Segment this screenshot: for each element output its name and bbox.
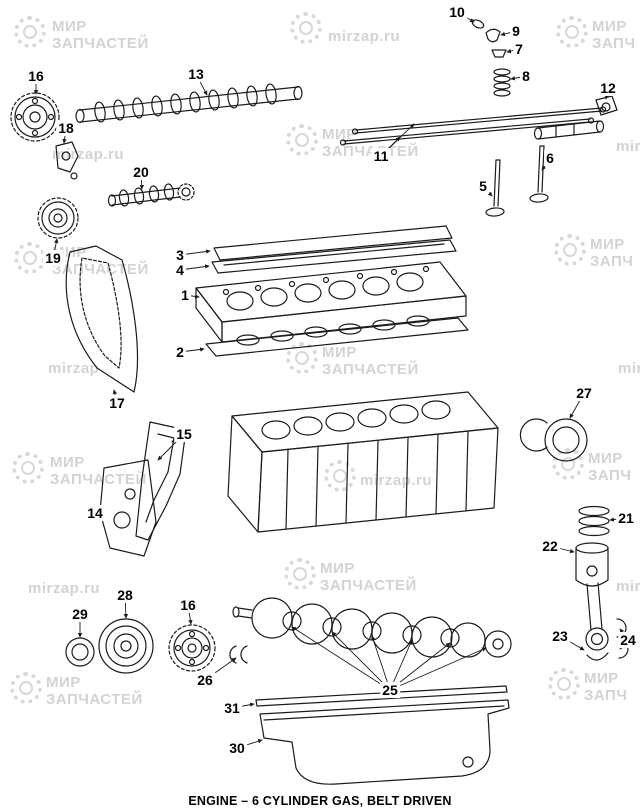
watermark-text: МИР ЗАПЧ bbox=[590, 236, 634, 271]
part-number-label: 19 bbox=[43, 250, 63, 266]
watermark-text: МИР ЗАПЧАСТЕЙ bbox=[320, 560, 417, 595]
cylinder-head-drawing bbox=[195, 261, 467, 343]
watermark-text: МИР ЗАПЧАСТЕЙ bbox=[322, 344, 419, 379]
part-number-label: 8 bbox=[520, 68, 532, 84]
part-number-label: 26 bbox=[195, 672, 215, 688]
watermark-gear-icon bbox=[12, 452, 44, 484]
watermark-text: mirzap.ru bbox=[360, 472, 433, 489]
watermark-text: МИР ЗАПЧАСТЕЙ bbox=[50, 454, 147, 489]
oil-pan-drawing bbox=[259, 699, 510, 785]
part-number-label: 31 bbox=[222, 700, 242, 716]
front-seal-drawing bbox=[65, 637, 95, 667]
watermark-text: МИР ЗАПЧ bbox=[584, 670, 628, 705]
pushrods-drawing bbox=[339, 106, 607, 146]
watermark-text: mirz bbox=[616, 578, 640, 595]
part-number-label: 15 bbox=[174, 426, 194, 442]
part-number-label: 14 bbox=[85, 505, 105, 521]
watermark-gear-icon bbox=[286, 124, 318, 156]
part-number-label: 7 bbox=[513, 41, 525, 57]
watermark-gear-icon bbox=[14, 16, 46, 48]
leader-line bbox=[371, 635, 391, 691]
rear-seal-drawing bbox=[519, 418, 588, 462]
valve-cover-gaskets-drawing bbox=[211, 225, 457, 274]
part-number-label: 16 bbox=[178, 597, 198, 613]
watermark-text: mirzap bbox=[48, 360, 100, 377]
leader-line bbox=[331, 631, 391, 691]
watermark-text: mirz bbox=[618, 360, 640, 377]
tensioner-bracket-drawing bbox=[55, 141, 79, 180]
part-number-label: 12 bbox=[598, 80, 618, 96]
part-number-label: 24 bbox=[618, 632, 638, 648]
crank-pulley-drawing bbox=[98, 618, 154, 674]
part-number-label: 2 bbox=[174, 344, 186, 360]
part-number-label: 17 bbox=[107, 395, 127, 411]
watermark-gear-icon bbox=[290, 12, 322, 44]
head-gasket-drawing bbox=[205, 315, 469, 357]
camshaft-drawing bbox=[75, 83, 303, 124]
part-number-label: 30 bbox=[227, 740, 247, 756]
part-number-label: 18 bbox=[56, 120, 76, 136]
part-number-label: 27 bbox=[574, 385, 594, 401]
watermark-gear-icon bbox=[548, 668, 580, 700]
leader-line bbox=[389, 642, 451, 691]
leader-line bbox=[389, 639, 413, 691]
part-number-label: 22 bbox=[540, 538, 560, 554]
part-number-label: 29 bbox=[70, 606, 90, 622]
leader-line bbox=[389, 647, 487, 691]
watermark-gear-icon bbox=[286, 342, 318, 374]
part-number-label: 10 bbox=[447, 4, 467, 20]
part-number-label: 21 bbox=[616, 510, 636, 526]
part-number-label: 20 bbox=[131, 164, 151, 180]
watermark-text: mirzap.ru bbox=[28, 580, 101, 597]
watermark-text: МИР ЗАПЧ bbox=[588, 450, 632, 485]
part-number-label: 28 bbox=[115, 587, 135, 603]
crank-hub-drawing bbox=[168, 624, 216, 672]
watermark-text: МИР ЗАПЧАСТЕЙ bbox=[46, 674, 143, 709]
part-number-label: 25 bbox=[380, 682, 400, 698]
watermark-text: МИР ЗАПЧ bbox=[592, 18, 636, 53]
aux-shaft-drawing bbox=[107, 183, 195, 207]
watermark-text: МИР ЗАПЧАСТЕЙ bbox=[322, 126, 419, 161]
part-number-label: 4 bbox=[174, 262, 186, 278]
watermark-text: mirz bbox=[616, 138, 640, 155]
part-number-label: 13 bbox=[186, 66, 206, 82]
timing-belt-drawing bbox=[65, 245, 139, 393]
watermark-text: mirzap.ru bbox=[52, 146, 125, 163]
piston-assembly-drawing bbox=[575, 505, 629, 661]
watermark-gear-icon bbox=[556, 16, 588, 48]
part-number-label: 16 bbox=[26, 68, 46, 84]
diagram-caption: ENGINE – 6 CYLINDER GAS, BELT DRIVEN bbox=[188, 794, 452, 808]
watermark-gear-icon bbox=[10, 672, 42, 704]
watermark-gear-icon bbox=[552, 448, 584, 480]
lower-sprocket-drawing bbox=[37, 197, 79, 239]
part-number-label: 3 bbox=[174, 247, 186, 263]
watermark-text: МИР ЗАПЧАСТЕЙ bbox=[52, 18, 149, 53]
part-number-label: 9 bbox=[510, 23, 522, 39]
part-number-label: 6 bbox=[544, 150, 556, 166]
engine-block-drawing bbox=[227, 391, 499, 533]
part-number-label: 11 bbox=[371, 148, 391, 164]
watermark-text: mirzap.ru bbox=[328, 28, 401, 45]
part-number-label: 1 bbox=[179, 287, 191, 303]
part-number-label: 23 bbox=[550, 628, 570, 644]
leader-line bbox=[291, 626, 391, 691]
part-number-label: 5 bbox=[477, 178, 489, 194]
oil-pan-gasket-drawing bbox=[255, 685, 508, 707]
watermark-gear-icon bbox=[284, 558, 316, 590]
watermark-gear-icon bbox=[324, 460, 356, 492]
watermark-gear-icon bbox=[554, 234, 586, 266]
